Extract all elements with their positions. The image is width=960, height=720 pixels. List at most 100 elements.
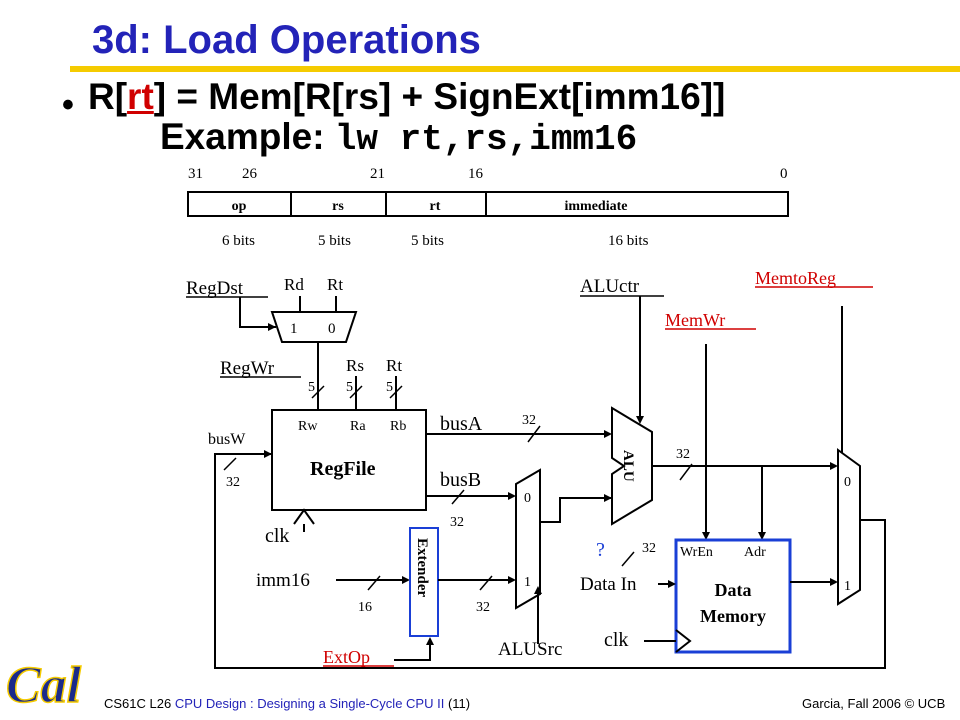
rw-label: Rw bbox=[298, 419, 318, 434]
instruction-box bbox=[187, 191, 789, 217]
arrowhead bbox=[636, 416, 644, 424]
arrowhead bbox=[402, 576, 410, 584]
extop-label: ExtOp bbox=[323, 647, 370, 667]
arrowhead bbox=[508, 576, 516, 584]
regfile-block bbox=[271, 409, 427, 511]
arrowhead bbox=[830, 462, 838, 470]
width-slash bbox=[223, 457, 237, 471]
bit-0: 0 bbox=[780, 166, 788, 182]
busw-width: 32 bbox=[226, 475, 240, 490]
width-slash bbox=[679, 463, 693, 481]
width-slash bbox=[389, 385, 403, 399]
alusrc-label: ALUSrc bbox=[498, 639, 562, 660]
width-five: 5 bbox=[308, 380, 315, 395]
datain-width: 32 bbox=[642, 541, 656, 556]
field-immediate: immediate bbox=[565, 199, 628, 214]
data-memory-label-2: Memory bbox=[700, 606, 766, 626]
width-slash bbox=[349, 385, 363, 399]
extender-label: Extender bbox=[414, 538, 430, 598]
example-code: lw rt,rs,imm16 bbox=[334, 119, 638, 160]
footer-lecture: CPU Design : Designing a Single-Cycle CP… bbox=[174, 696, 445, 711]
regdst-mux bbox=[270, 311, 358, 343]
memtoreg-mux bbox=[837, 448, 861, 606]
width-slash bbox=[311, 385, 325, 399]
width-slash bbox=[367, 575, 381, 591]
rb-label: Rb bbox=[390, 419, 406, 434]
width-slash bbox=[479, 575, 493, 591]
mux-zero: 0 bbox=[328, 321, 336, 337]
bit-26: 26 bbox=[242, 166, 258, 182]
memtoreg-label: MemtoReg bbox=[755, 268, 836, 288]
regdst-control-wire bbox=[239, 297, 276, 328]
equation-rt: rt bbox=[127, 76, 154, 117]
width-imm: 16 bits bbox=[608, 233, 649, 249]
width-op: 6 bits bbox=[222, 233, 255, 249]
busa-label: busA bbox=[440, 413, 483, 435]
aluctr-label: ALUctr bbox=[580, 276, 640, 297]
example-line: Example: lw rt,rs,imm16 bbox=[160, 116, 637, 160]
mux-one: 1 bbox=[290, 321, 298, 337]
ext-width: 32 bbox=[476, 600, 490, 615]
data-memory-label-1: Data bbox=[715, 580, 752, 600]
equation-suffix: ] = Mem[R[rs] + SignExt[imm16]] bbox=[153, 76, 726, 117]
clock-triangle bbox=[675, 629, 692, 653]
alu-out-width: 32 bbox=[676, 447, 690, 462]
clock-triangle bbox=[293, 508, 315, 525]
width-slash bbox=[621, 551, 635, 567]
width-rt: 5 bits bbox=[411, 233, 444, 249]
rt-mid-label: Rt bbox=[386, 356, 402, 375]
regdst-label: RegDst bbox=[186, 278, 244, 299]
rt-top-label: Rt bbox=[327, 275, 343, 294]
bit-31: 31 bbox=[188, 166, 203, 182]
arrowhead bbox=[426, 637, 434, 645]
width-five: 5 bbox=[346, 380, 353, 395]
regwr-label: RegWr bbox=[220, 358, 275, 379]
title-underline bbox=[70, 66, 960, 72]
memwr-label: MemWr bbox=[665, 310, 725, 330]
data-memory-block bbox=[674, 538, 792, 654]
slide-title: 3d: Load Operations bbox=[92, 18, 481, 62]
extender-block bbox=[409, 527, 439, 637]
busw-label: busW bbox=[208, 431, 246, 448]
alusrc-one: 1 bbox=[524, 575, 531, 590]
footer-course-code: CS61C L26 bbox=[104, 696, 175, 711]
arrowhead bbox=[268, 323, 276, 331]
rd-label: Rd bbox=[284, 275, 304, 294]
alu-block bbox=[611, 406, 653, 526]
arrowhead bbox=[534, 586, 542, 594]
arrowhead bbox=[830, 578, 838, 586]
alusrc-zero: 0 bbox=[524, 491, 531, 506]
bullet-dot: • bbox=[62, 86, 74, 124]
bit-21: 21 bbox=[370, 166, 385, 182]
clk-mem-label: clk bbox=[604, 629, 628, 651]
arrowhead bbox=[508, 492, 516, 500]
regfile-label: RegFile bbox=[310, 458, 376, 480]
equation-line: R[rt] = Mem[R[rs] + SignExt[imm16]] bbox=[88, 76, 725, 118]
field-op: op bbox=[232, 199, 247, 214]
imm16-label: imm16 bbox=[256, 570, 310, 591]
alu-b-wire bbox=[540, 497, 612, 523]
width-slash bbox=[527, 425, 541, 443]
footer-credit: Garcia, Fall 2006 © UCB bbox=[802, 696, 946, 711]
rs-label: Rs bbox=[346, 356, 364, 375]
arrowhead bbox=[604, 430, 612, 438]
arrowhead bbox=[668, 580, 676, 588]
arrowhead bbox=[758, 532, 766, 540]
alu-label: ALU bbox=[620, 450, 636, 482]
field-rs: rs bbox=[332, 199, 344, 214]
bit-16: 16 bbox=[468, 166, 484, 182]
width-slash bbox=[451, 489, 465, 505]
ra-label: Ra bbox=[350, 419, 366, 434]
arrowhead bbox=[702, 532, 710, 540]
extop-control-wire bbox=[394, 640, 431, 661]
footer-course: CS61C L26 CPU Design : Designing a Singl… bbox=[104, 696, 470, 711]
footer-page: (11) bbox=[444, 696, 471, 711]
cal-logo: Cal bbox=[5, 656, 82, 714]
width-rs: 5 bits bbox=[318, 233, 351, 249]
wren-label: WrEn bbox=[680, 545, 713, 560]
question-mark: ? bbox=[596, 539, 605, 561]
arrowhead bbox=[604, 494, 612, 502]
cal-logo-text: Cal bbox=[6, 657, 82, 714]
arrowhead bbox=[264, 450, 272, 458]
